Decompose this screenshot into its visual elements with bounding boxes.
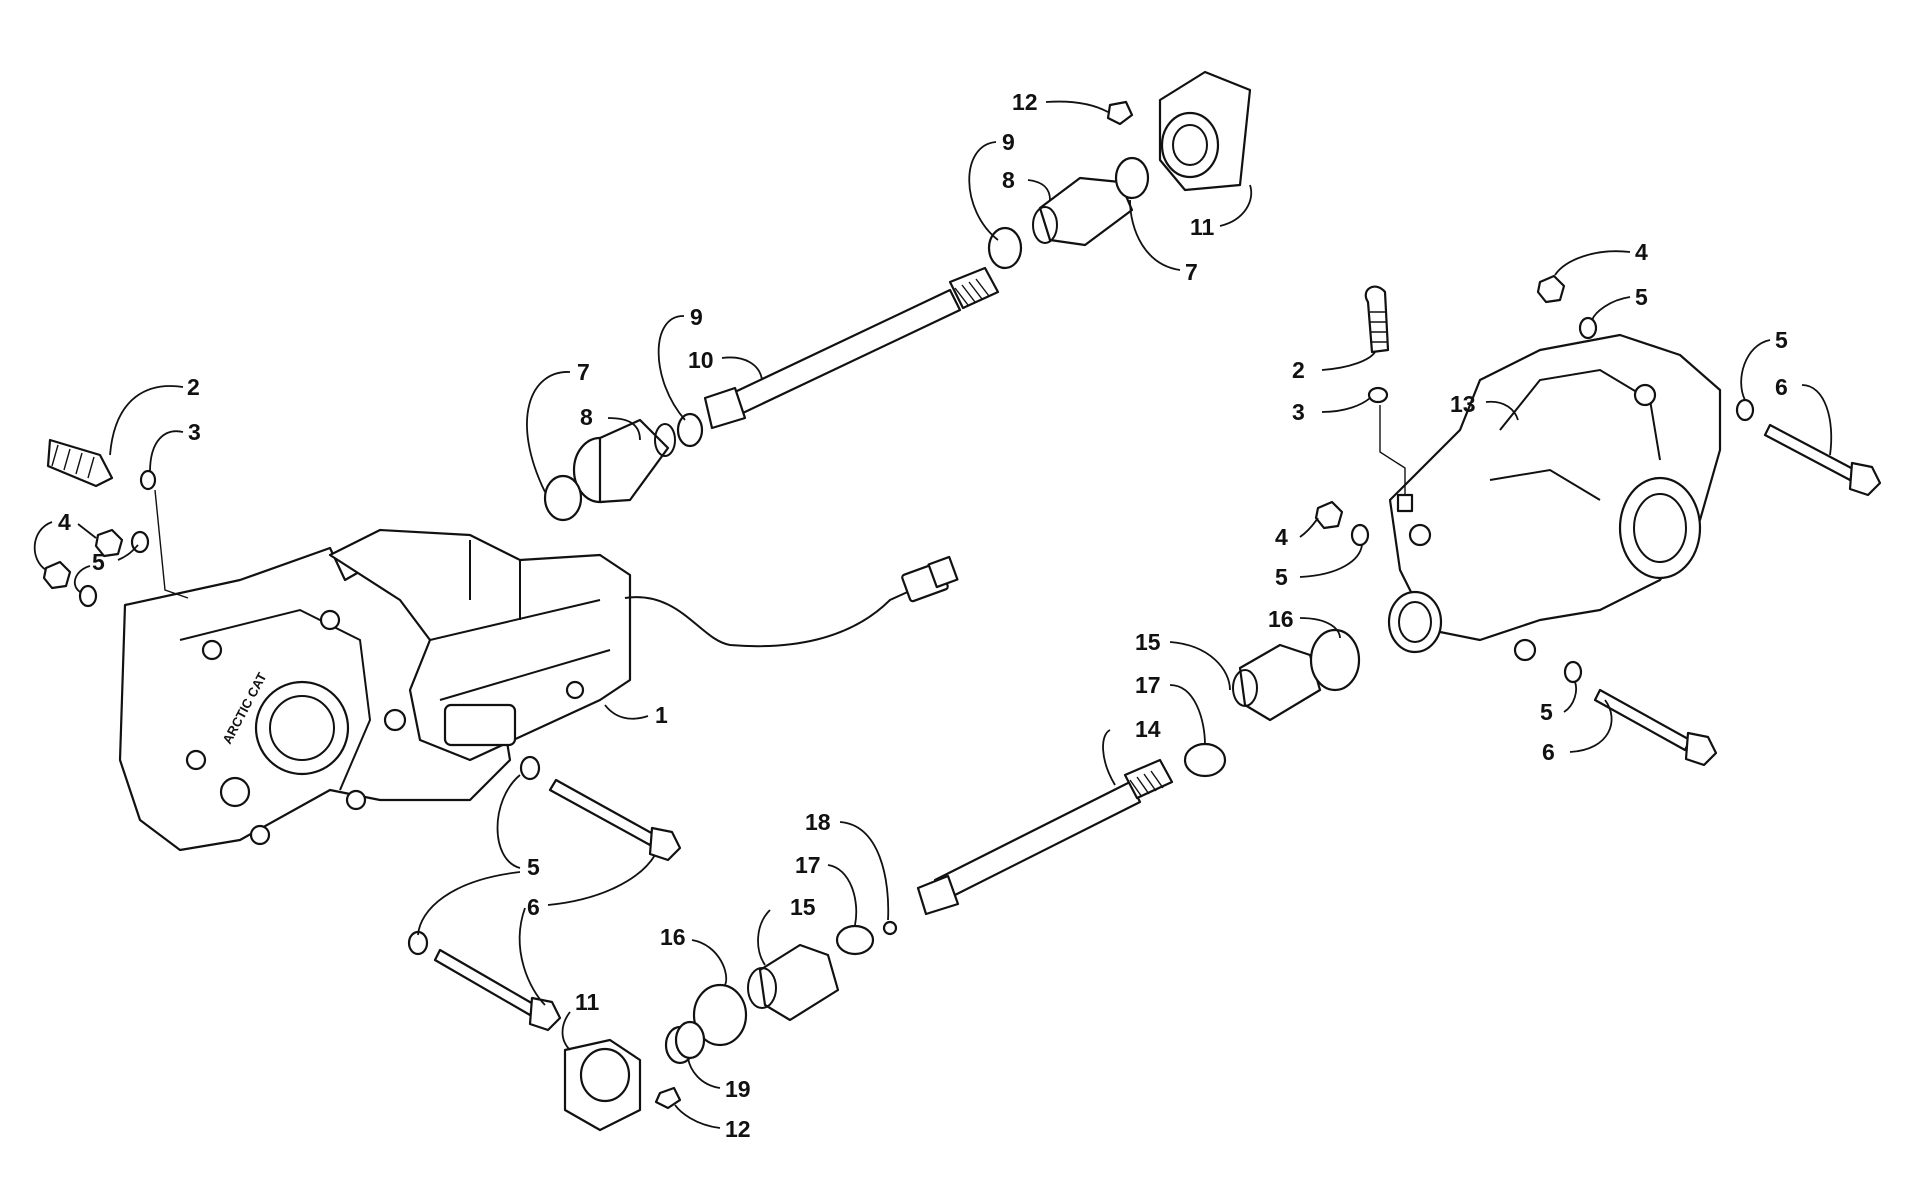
callout-2-right: 2 (1292, 357, 1305, 383)
callout-18: 18 (805, 809, 831, 835)
callout-12-upper: 12 (1012, 89, 1038, 115)
callout-5-left: 5 (92, 549, 105, 575)
lower-o-ring-inner (692, 983, 748, 1047)
callout-8-upper-left: 8 (580, 404, 593, 430)
differential-input-spline (1387, 590, 1443, 654)
callout-11-upper: 11 (1190, 214, 1215, 240)
nut-washer-set-left (42, 528, 150, 608)
callout-16-lower: 16 (660, 924, 686, 950)
mounting-bolt-upper-left (519, 755, 682, 862)
upper-bearing-flange (1106, 70, 1252, 192)
callout-10: 10 (688, 347, 714, 373)
lower-bearing-flange (563, 1020, 706, 1132)
breather-hose-right (1364, 285, 1414, 513)
callout-5-right-far: 5 (1775, 327, 1788, 353)
callout-13: 13 (1450, 391, 1476, 417)
lower-driveshaft (882, 758, 1174, 936)
callout-14: 14 (1135, 716, 1161, 742)
callout-5-right-lower: 5 (1540, 699, 1553, 725)
boot-clamp-outer-small (987, 226, 1023, 270)
mounting-bolt-lower-left (407, 930, 562, 1032)
callout-5-mid: 5 (527, 854, 540, 880)
callout-4-right-mid: 4 (1275, 524, 1288, 550)
hose-clamp-right (1367, 386, 1389, 404)
callout-19: 19 (725, 1076, 751, 1102)
callout-3-left: 3 (188, 419, 201, 445)
lower-clamp-outer-small (1183, 742, 1227, 778)
lower-boot-inner (692, 924, 875, 1047)
wiring-harness (624, 555, 959, 648)
callout-9-upper-left: 9 (690, 304, 703, 330)
boot-clamp-inner-small (676, 412, 704, 448)
callout-12-lower: 12 (725, 1116, 751, 1142)
callout-8-upper-right: 8 (1002, 167, 1015, 193)
callout-17-right: 17 (1135, 672, 1161, 698)
callout-17-lower: 17 (795, 852, 821, 878)
callout-4-left: 4 (58, 509, 71, 535)
callout-labels: 1 2 3 4 5 5 6 7 8 9 10 12 9 8 11 (33, 89, 1833, 1142)
callout-5-right-upper: 5 (1635, 284, 1648, 310)
breather-hose-left (46, 438, 189, 599)
mounting-bolt-right-lower (1593, 688, 1718, 767)
lower-boot-outer (1183, 628, 1361, 778)
callout-2-left: 2 (187, 374, 200, 400)
boot-clamp-inner-large (543, 474, 583, 522)
callout-6-mid: 6 (527, 894, 540, 920)
lower-seal-ring-2 (674, 1020, 706, 1060)
callout-4-right: 4 (1635, 239, 1648, 265)
callout-1: 1 (655, 702, 668, 728)
callout-6-right-upper: 6 (1775, 374, 1788, 400)
upper-boot-inner (543, 412, 704, 522)
boot-clamp-outer-large (1114, 156, 1150, 200)
callout-7-upper-left: 7 (577, 359, 590, 385)
shaft-pin (882, 920, 898, 936)
callout-7-upper-right: 7 (1185, 259, 1198, 285)
callout-3-right: 3 (1292, 399, 1305, 425)
callout-9-upper-right: 9 (1002, 129, 1015, 155)
upper-driveshaft (703, 266, 1000, 430)
mounting-bolt-right-upper (1763, 423, 1882, 497)
hose-clamp-left (139, 469, 157, 491)
callout-11-lower: 11 (575, 989, 600, 1015)
callout-15-lower: 15 (790, 894, 816, 920)
lower-clamp-inner-small (835, 924, 875, 956)
callout-16-right: 16 (1268, 606, 1294, 632)
callout-15-right: 15 (1135, 629, 1161, 655)
callout-5-right-mid: 5 (1275, 564, 1288, 590)
front-gearcase-housing: ARCTIC CAT (118, 546, 512, 852)
gearcase-actuator-block (328, 528, 632, 762)
rear-differential-housing (1388, 333, 1722, 662)
upper-boot-outer (987, 156, 1150, 270)
nut-washer-set-right (1314, 274, 1755, 684)
lower-o-ring-outer (1309, 628, 1361, 692)
callout-6-right-lower: 6 (1542, 739, 1555, 765)
